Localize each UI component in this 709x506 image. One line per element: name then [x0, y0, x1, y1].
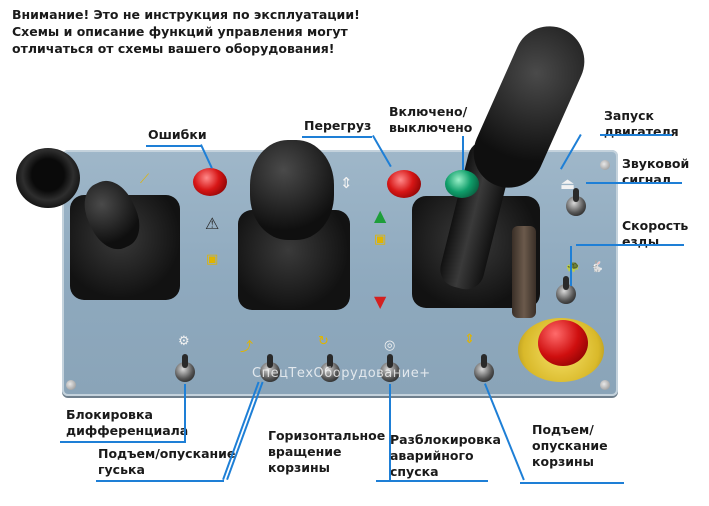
basket-lift-switch[interactable] [474, 354, 494, 382]
turtle-icon: 🐢 [566, 260, 580, 273]
boom-icon: ⟋ [140, 172, 150, 187]
emergency-icon: ◎ [384, 338, 396, 353]
power-lamp [445, 170, 479, 198]
drive-speed-switch[interactable] [556, 276, 576, 304]
warning-triangle-icon: ⚠ [205, 214, 220, 233]
rotation-icon: ↻ [318, 334, 329, 349]
diff-lock-icon: ⚙ [178, 334, 190, 349]
label-emergency-unlock: Разблокировка аварийного спуска [390, 432, 501, 479]
leader-line [222, 381, 260, 480]
panel-screw [600, 160, 610, 170]
notice-line-1: Внимание! Это не инструкция по эксплуата… [12, 7, 360, 22]
center-joystick-knob[interactable] [250, 140, 334, 240]
basket-icon: ▣ [374, 232, 387, 247]
disclaimer-notice: Внимание! Это не инструкция по эксплуата… [12, 6, 360, 57]
leader-line [600, 134, 672, 136]
notice-line-3: отличаться от схемы вашего оборудования! [12, 41, 335, 56]
arrows-up-down-icon: ⇕ [340, 174, 353, 192]
lift-icon: ▣ [206, 252, 219, 267]
error-lamp [193, 168, 227, 196]
emergency-stop-button[interactable] [538, 320, 588, 366]
leader-line [302, 136, 372, 138]
panel-screw [66, 380, 76, 390]
label-power: Включено/ выключено [389, 104, 473, 135]
up-arrow-icon: ▲ [374, 206, 387, 225]
emergency-unlock-switch[interactable] [380, 354, 400, 382]
leader-line [576, 244, 684, 246]
down-arrow-icon: ▼ [374, 292, 387, 311]
label-basket-rotation: Горизонтальное вращение корзины [268, 428, 386, 475]
leader-line [462, 136, 464, 170]
overload-lamp [387, 170, 421, 198]
leader-line [184, 384, 186, 442]
left-joystick-cup[interactable] [16, 148, 80, 208]
label-overload: Перегруз [304, 118, 372, 133]
panel-screw [600, 380, 610, 390]
leader-line [570, 246, 572, 286]
jib-switch[interactable] [260, 354, 280, 382]
leader-line [146, 145, 202, 147]
leader-line [586, 182, 682, 184]
label-diff-lock: Блокировка дифференциала [66, 407, 189, 438]
leader-line [96, 480, 224, 482]
horn-icon: ⏏ [560, 174, 576, 193]
horn-switch[interactable] [566, 188, 586, 216]
notice-line-2: Схемы и описание функций управления могу… [12, 24, 348, 39]
label-errors: Ошибки [148, 127, 207, 142]
leader-line [226, 381, 264, 480]
leader-line [520, 482, 624, 484]
leader-line [389, 384, 391, 480]
diff-lock-switch[interactable] [175, 354, 195, 382]
leader-line [376, 480, 488, 482]
rabbit-icon: 🐇 [590, 260, 604, 273]
label-jib: Подъем/опускание гуська [98, 446, 236, 477]
deadman-lever[interactable] [512, 226, 536, 318]
label-basket-lift: Подъем/ опускание корзины [532, 422, 608, 469]
basket-rotation-switch[interactable] [320, 354, 340, 382]
watermark: СпецТехОборудование+ [252, 366, 431, 381]
jib-icon: ⤴ [240, 340, 254, 355]
leader-line [60, 441, 186, 443]
basket-lift-icon: ⇕ [464, 332, 475, 347]
